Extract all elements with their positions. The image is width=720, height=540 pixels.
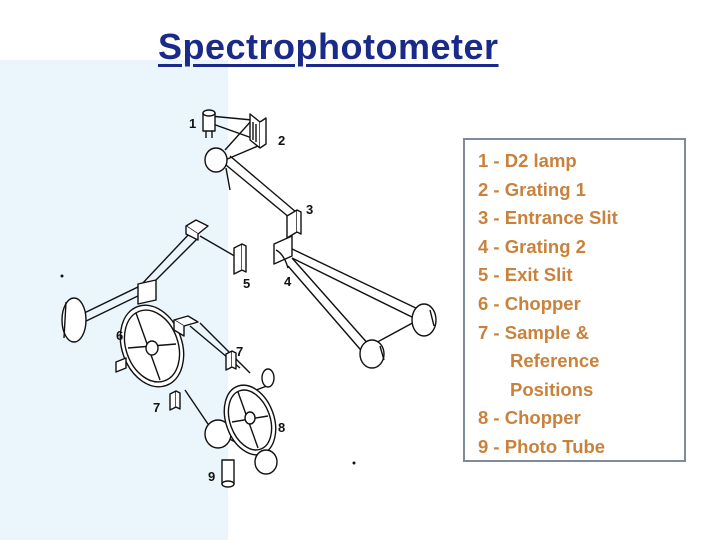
background-band <box>0 60 228 540</box>
mirror-left <box>61 297 87 343</box>
optical-diagram: 1 2 3 4 5 6 7 7 8 9 <box>60 109 437 488</box>
chopper-2 <box>223 384 277 456</box>
legend-item-1: 1 - D2 lamp <box>478 150 577 171</box>
label-3: 3 <box>306 202 313 217</box>
d2-lamp <box>202 109 216 138</box>
legend-item-4: 4 - Grating 2 <box>478 235 586 257</box>
mirror-lamp <box>204 147 231 191</box>
label-4: 4 <box>284 274 292 289</box>
label-1: 1 <box>189 116 196 131</box>
mirror-block <box>173 315 199 337</box>
legend-item-7-cont-1: Reference <box>510 350 600 372</box>
label-7-sample: 7 <box>236 344 243 359</box>
component-labels: 1 2 3 4 5 6 7 7 8 9 <box>116 116 313 484</box>
mirror-right <box>411 303 437 337</box>
label-8: 8 <box>278 420 285 435</box>
mirror-middle <box>359 339 385 369</box>
label-7-reference: 7 <box>153 400 160 415</box>
mirror-lower <box>204 368 275 449</box>
exit-slit <box>233 243 247 275</box>
legend-item-5: 5 - Exit Slit <box>478 264 573 286</box>
legend-item-6: 6 - Chopper <box>478 292 581 314</box>
sample-cell <box>225 350 237 371</box>
grating-2 <box>273 235 293 269</box>
legend-item-2: 2 - Grating 1 <box>478 178 586 200</box>
legend-item-8: 8 - Chopper <box>478 407 581 429</box>
beam-splitter <box>137 279 157 305</box>
legend-item-9: 9 - Photo Tube <box>478 435 606 457</box>
legend-item-7-cont-2: Positions <box>510 378 594 400</box>
label-5: 5 <box>243 276 250 291</box>
page-title: Spectrophotometer <box>158 26 499 67</box>
photo-tube <box>221 449 278 488</box>
label-6: 6 <box>116 328 123 343</box>
legend-item-7: 7 - Sample & <box>478 321 590 343</box>
legend-box: 1 - D2 lamp 2 - Grating 1 3 - Entrance S… <box>463 138 686 462</box>
reference-cell <box>169 390 181 411</box>
label-9: 9 <box>208 469 215 484</box>
fold-mirror <box>185 219 209 241</box>
label-2: 2 <box>278 133 285 148</box>
entrance-slit <box>286 209 302 239</box>
chopper-1 <box>115 304 185 388</box>
legend-item-3: 3 - Entrance Slit <box>478 207 618 229</box>
grating-1 <box>249 113 267 149</box>
